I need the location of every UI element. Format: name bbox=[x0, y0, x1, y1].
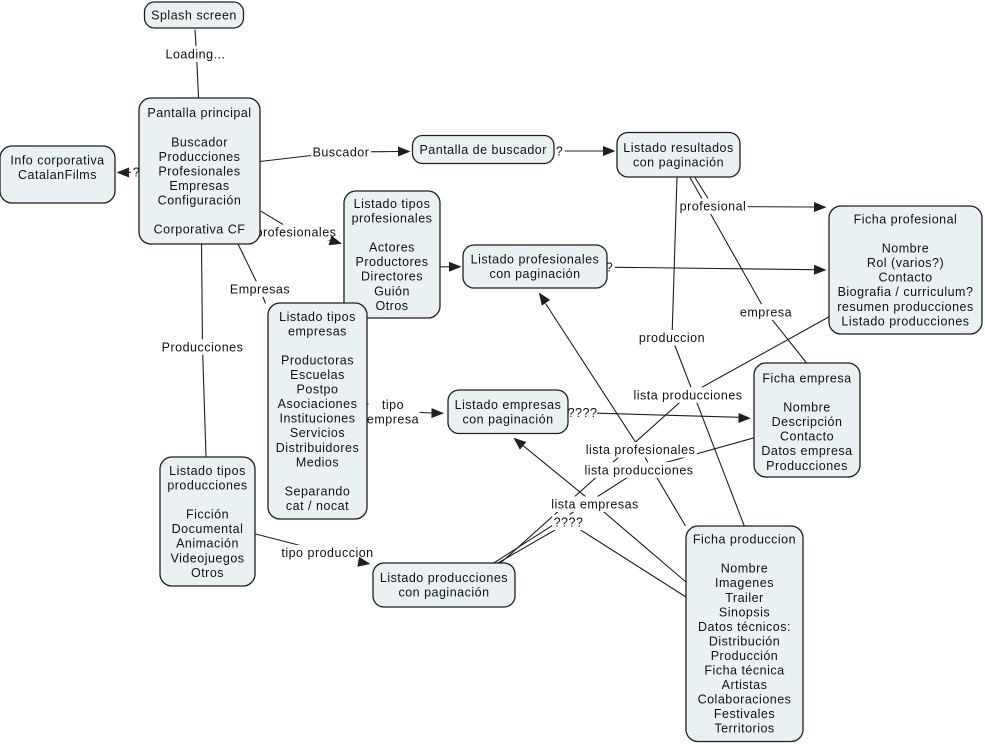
svg-text:Contacto: Contacto bbox=[780, 430, 834, 444]
svg-text:Empresas: Empresas bbox=[169, 179, 229, 193]
svg-text:Productores: Productores bbox=[356, 255, 429, 269]
svg-text:Datos técnicos:: Datos técnicos: bbox=[698, 620, 791, 634]
svg-text:Servicios: Servicios bbox=[290, 426, 345, 440]
svg-text:Documental: Documental bbox=[172, 522, 244, 536]
svg-text:Pantalla de buscador: Pantalla de buscador bbox=[419, 143, 546, 157]
svg-text:Actores: Actores bbox=[369, 241, 415, 255]
svg-text:Pantalla principal: Pantalla principal bbox=[147, 106, 251, 120]
svg-text:cat / nocat: cat / nocat bbox=[286, 499, 349, 513]
svg-text:Separando: Separando bbox=[285, 484, 351, 498]
svg-text:Colaboraciones: Colaboraciones bbox=[698, 693, 792, 707]
svg-text:Distribuidores: Distribuidores bbox=[276, 441, 359, 455]
svg-text:Listado tipos: Listado tipos bbox=[279, 310, 356, 324]
svg-text:tipo produccion: tipo produccion bbox=[281, 546, 373, 560]
svg-text:Listado producciones: Listado producciones bbox=[841, 314, 969, 328]
svg-text:Medios: Medios bbox=[296, 455, 339, 469]
svg-text:Buscador: Buscador bbox=[313, 145, 370, 159]
svg-text:Listado tipos: Listado tipos bbox=[169, 464, 246, 478]
svg-text:Corporativa CF: Corporativa CF bbox=[154, 223, 246, 237]
svg-text:Postpo: Postpo bbox=[297, 383, 339, 397]
svg-text:Producción: Producción bbox=[711, 649, 779, 663]
svg-text:Otros: Otros bbox=[191, 566, 224, 580]
svg-text:Ficha técnica: Ficha técnica bbox=[704, 664, 784, 678]
svg-text:Nombre: Nombre bbox=[882, 242, 929, 256]
svg-text:empresas: empresas bbox=[288, 324, 347, 338]
svg-text:Instituciones: Instituciones bbox=[280, 412, 356, 426]
svg-text:profesionales: profesionales bbox=[352, 212, 433, 226]
svg-text:Territorios: Territorios bbox=[714, 722, 774, 736]
svg-text:lista producciones: lista producciones bbox=[584, 463, 693, 477]
svg-text:tipo: tipo bbox=[382, 398, 404, 412]
svg-text:profesional: profesional bbox=[680, 200, 747, 214]
svg-text:Ficha produccion: Ficha produccion bbox=[693, 533, 796, 547]
svg-text:producciones: producciones bbox=[167, 479, 247, 493]
svg-text:Listado producciones: Listado producciones bbox=[380, 571, 508, 585]
svg-text:Info corporativa: Info corporativa bbox=[10, 153, 104, 167]
svg-text:Imagenes: Imagenes bbox=[715, 576, 774, 590]
svg-text:Splash screen: Splash screen bbox=[151, 8, 237, 22]
svg-text:Nombre: Nombre bbox=[721, 562, 768, 576]
svg-text:????: ???? bbox=[554, 516, 584, 530]
svg-text:Nombre: Nombre bbox=[783, 401, 830, 415]
svg-text:Datos empresa: Datos empresa bbox=[761, 444, 852, 458]
svg-text:?: ? bbox=[133, 166, 140, 180]
svg-text:Ficción: Ficción bbox=[186, 508, 229, 522]
svg-text:Listado resultados: Listado resultados bbox=[623, 141, 733, 155]
svg-text:produccion: produccion bbox=[639, 331, 705, 345]
svg-text:Listado tipos: Listado tipos bbox=[354, 197, 431, 211]
svg-text:Directores: Directores bbox=[361, 270, 423, 284]
svg-text:con paginación: con paginación bbox=[462, 412, 553, 426]
svg-text:Asociaciones: Asociaciones bbox=[278, 397, 358, 411]
svg-text:Animación: Animación bbox=[176, 537, 239, 551]
svg-text:?: ? bbox=[556, 144, 563, 158]
svg-text:Buscador: Buscador bbox=[171, 135, 228, 149]
svg-text:con paginación: con paginación bbox=[489, 267, 580, 281]
svg-text:Empresas: Empresas bbox=[230, 282, 290, 296]
svg-text:lista empresas: lista empresas bbox=[551, 498, 639, 512]
svg-text:Guión: Guión bbox=[374, 284, 410, 298]
svg-text:Productoras: Productoras bbox=[281, 354, 354, 368]
svg-text:Profesionales: Profesionales bbox=[158, 164, 240, 178]
svg-text:con paginación: con paginación bbox=[633, 155, 724, 169]
svg-text:empresa: empresa bbox=[367, 412, 419, 426]
svg-text:Distribución: Distribución bbox=[709, 634, 780, 648]
svg-text:Listado empresas: Listado empresas bbox=[455, 398, 562, 412]
svg-text:Biografia / curriculum?: Biografia / curriculum? bbox=[838, 285, 974, 299]
svg-text:con paginación: con paginación bbox=[398, 586, 489, 600]
svg-text:Videojuegos: Videojuegos bbox=[170, 551, 244, 565]
svg-text:Listado profesionales: Listado profesionales bbox=[471, 253, 600, 267]
svg-text:Artistas: Artistas bbox=[722, 678, 768, 692]
svg-text:Producciones: Producciones bbox=[159, 150, 241, 164]
svg-text:lista profesionales: lista profesionales bbox=[586, 443, 696, 457]
svg-text:Escuelas: Escuelas bbox=[290, 368, 345, 382]
svg-text:Descripción: Descripción bbox=[772, 415, 843, 429]
svg-text:CatalanFilms: CatalanFilms bbox=[18, 168, 97, 182]
svg-text:resumen producciones: resumen producciones bbox=[837, 300, 973, 314]
svg-text:Ficha empresa: Ficha empresa bbox=[762, 371, 851, 385]
svg-text:Loading...: Loading... bbox=[166, 47, 226, 61]
svg-text:Producciones: Producciones bbox=[162, 340, 244, 354]
svg-text:empresa: empresa bbox=[740, 305, 792, 319]
svg-text:lista producciones: lista producciones bbox=[633, 388, 742, 402]
svg-text:Sinopsis: Sinopsis bbox=[719, 605, 770, 619]
svg-text:?: ? bbox=[606, 261, 613, 275]
svg-text:Producciones: Producciones bbox=[766, 459, 848, 473]
svg-text:profesionales: profesionales bbox=[256, 226, 337, 240]
svg-text:Rol (varios?): Rol (varios?) bbox=[867, 256, 944, 270]
svg-text:Configuración: Configuración bbox=[158, 194, 242, 208]
svg-text:Trailer: Trailer bbox=[725, 591, 763, 605]
svg-text:Ficha profesional: Ficha profesional bbox=[854, 213, 958, 227]
svg-text:Otros: Otros bbox=[375, 299, 408, 313]
svg-text:????: ???? bbox=[568, 406, 598, 420]
svg-text:Festivales: Festivales bbox=[714, 707, 775, 721]
svg-text:Contacto: Contacto bbox=[878, 271, 932, 285]
